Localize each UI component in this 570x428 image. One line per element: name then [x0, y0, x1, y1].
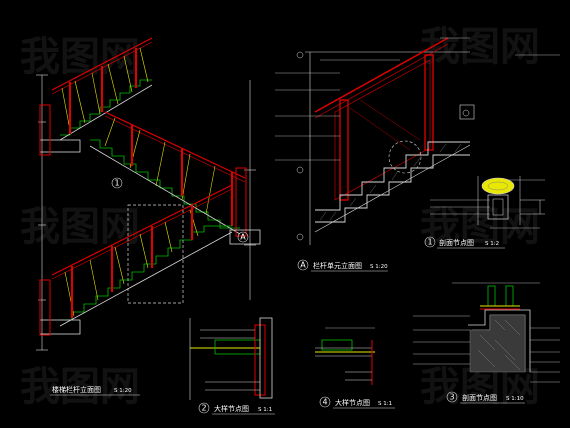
watermark-text-5: 我图网 — [420, 204, 540, 250]
stair-elevation-scale: S 1:20 — [114, 388, 132, 394]
detail-2-number: 2 — [201, 404, 206, 413]
railing-unit-title: 栏杆单元立面图 — [313, 261, 362, 270]
watermark-text-1: 我图网 — [20, 34, 140, 80]
section-1-number: 1 — [427, 238, 432, 247]
callout-marker-1-label: 1 — [114, 179, 119, 188]
detail-4-scale: S 1:1 — [378, 401, 392, 407]
section-3-title: 剖面节点图 — [462, 393, 497, 402]
detail-4-number: 4 — [322, 398, 327, 407]
watermark-text-4: 我图网 — [420, 24, 540, 70]
detail-2-title: 大样节点图 — [214, 404, 249, 413]
detail-2-scale: S 1:1 — [258, 407, 272, 413]
railing-unit-marker-circle — [297, 259, 309, 271]
railing-unit-drawing: A 栏杆单元立面图 S 1:20 — [275, 37, 475, 272]
callout-marker-1 — [111, 177, 123, 189]
section-1-title: 剖面节点图 — [439, 238, 474, 247]
watermark-text-3: 我图网 — [20, 364, 140, 410]
callout-marker-A — [237, 231, 249, 243]
watermark: 我图网 我图网 我图网 我图网 我图网 我图网 — [20, 24, 540, 410]
detail-2-drawing: 2 大样节点图 S 1:1 — [189, 317, 275, 415]
section-1-drawing: 1 剖面节点图 S 1:2 — [424, 176, 545, 249]
section-1-number-circle — [424, 236, 436, 248]
railing-unit-marker: A — [300, 261, 306, 270]
stair-elevation-title: 楼梯栏杆立面图 — [52, 385, 101, 394]
detail-4-title: 大样节点图 — [335, 398, 370, 407]
section-3-number-circle — [446, 391, 458, 403]
section-3-drawing: 3 剖面节点图 S 1:10 — [413, 282, 560, 404]
detail-4-drawing: 4 大样节点图 S 1:1 — [315, 327, 395, 409]
detail-callout-box — [127, 204, 184, 304]
detail-4-number-circle — [319, 396, 331, 408]
section-3-number: 3 — [449, 393, 454, 402]
section-3-scale: S 1:10 — [506, 396, 524, 402]
section-1-scale: S 1:2 — [485, 241, 499, 247]
callout-marker-A-label: A — [240, 233, 246, 242]
stair-elevation-drawing: 1 A 楼梯栏杆立面图 S 1:20 — [36, 37, 261, 396]
detail-2-number-circle — [198, 402, 210, 414]
railing-unit-scale: S 1:20 — [370, 264, 388, 270]
watermark-text-2: 我图网 — [20, 204, 140, 250]
